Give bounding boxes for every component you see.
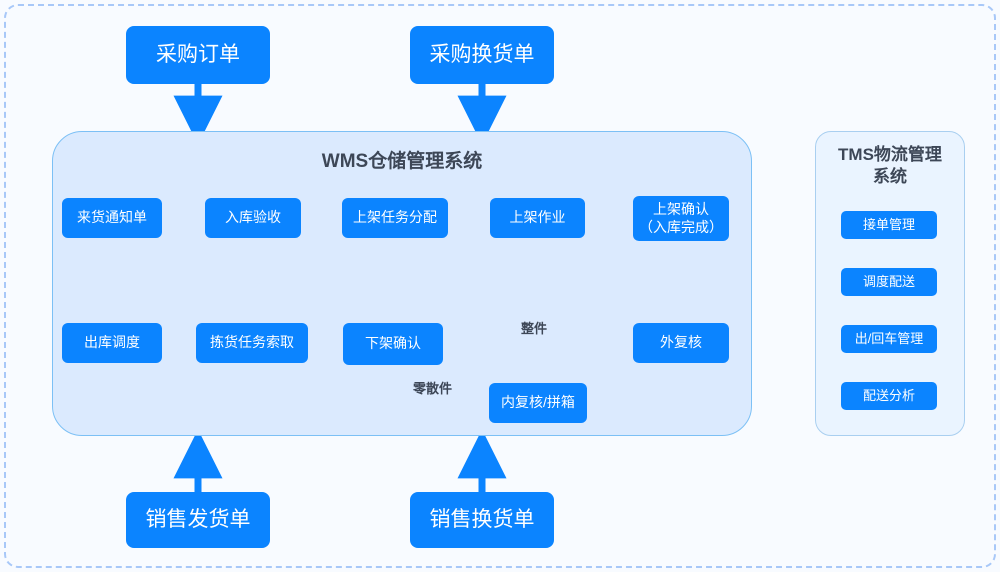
node-purchase-order[interactable]: 采购订单 <box>126 26 270 84</box>
node-pick-task-claim[interactable]: 拣货任务索取 <box>196 323 308 363</box>
node-tms-order-reception[interactable]: 接单管理 <box>841 211 937 239</box>
node-putaway-task-allocation[interactable]: 上架任务分配 <box>342 198 448 238</box>
node-arrival-notice[interactable]: 来货通知单 <box>62 198 162 238</box>
node-inbound-inspection[interactable]: 入库验收 <box>205 198 301 238</box>
node-pickdown-confirm[interactable]: 下架确认 <box>343 323 443 365</box>
node-purchase-exchange-order[interactable]: 采购换货单 <box>410 26 554 84</box>
node-inner-check-packing[interactable]: 内复核/拼箱 <box>489 383 587 423</box>
node-putaway-operation[interactable]: 上架作业 <box>490 198 585 238</box>
node-tms-vehicle-management[interactable]: 出/回车管理 <box>841 325 937 353</box>
node-sales-exchange-order[interactable]: 销售换货单 <box>410 492 554 548</box>
node-sales-delivery-order[interactable]: 销售发货单 <box>126 492 270 548</box>
tms-panel-title: TMS物流管理 系统 <box>838 145 942 187</box>
node-tms-dispatch-delivery[interactable]: 调度配送 <box>841 268 937 296</box>
node-outbound-dispatch[interactable]: 出库调度 <box>62 323 162 363</box>
wms-panel <box>52 131 752 436</box>
node-outer-check[interactable]: 外复核 <box>633 323 729 363</box>
edge-label-whole-piece: 整件 <box>521 321 548 336</box>
edge-label-loose-piece: 零散件 <box>413 381 453 396</box>
node-putaway-confirm[interactable]: 上架确认 （入库完成） <box>633 196 729 241</box>
wms-panel-title: WMS仓储管理系统 <box>321 151 483 172</box>
node-tms-delivery-analysis[interactable]: 配送分析 <box>841 382 937 410</box>
